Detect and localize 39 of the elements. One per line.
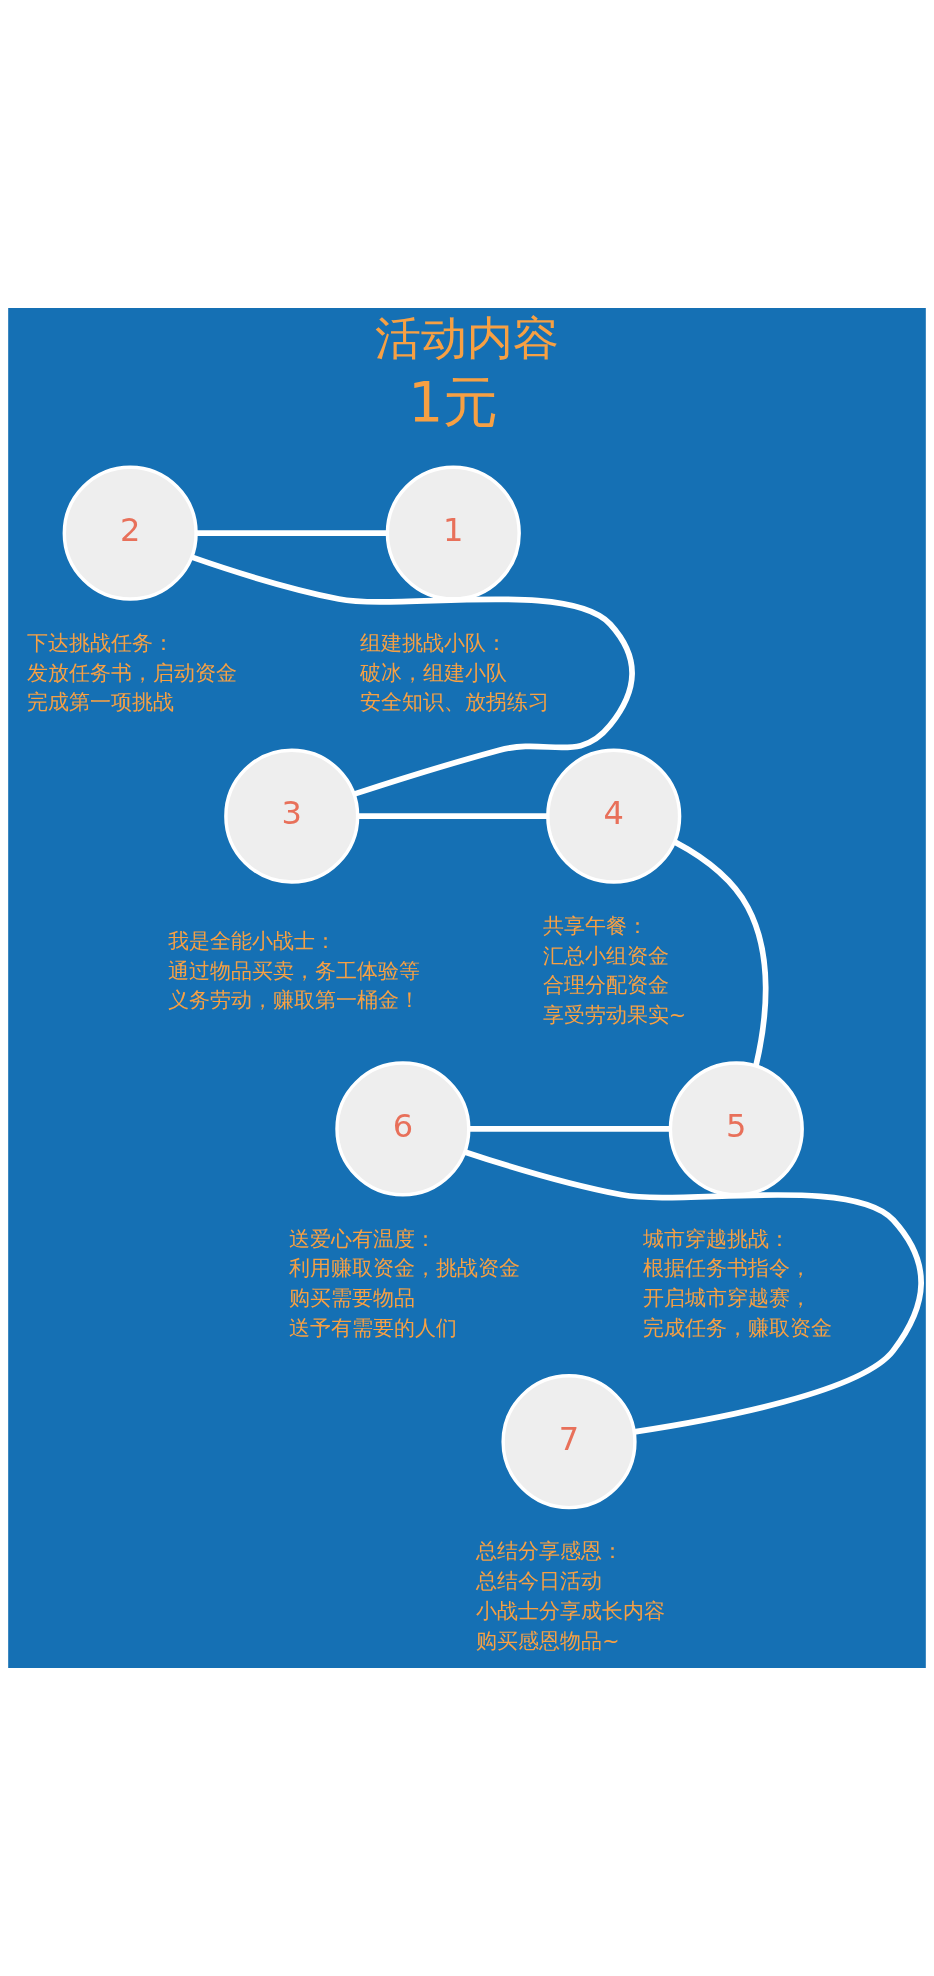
node-label: 购买感恩物品~ xyxy=(476,1628,620,1653)
connector xyxy=(190,554,635,797)
node-label: 根据任务书指令， xyxy=(643,1256,812,1281)
node-label: 义务劳动，赚取第一桶金！ xyxy=(168,988,421,1013)
node-label: 小战士分享成长内容 xyxy=(476,1599,666,1624)
connector xyxy=(357,813,548,819)
node-label: 城市穿越挑战： xyxy=(643,1226,791,1251)
node-circle: 4 xyxy=(546,748,682,884)
node-label: 我是全能小战士： xyxy=(168,928,337,953)
node-label: 下达挑战任务： xyxy=(27,630,175,655)
node-circle: 3 xyxy=(224,748,360,884)
node-label: 总结分享感恩： xyxy=(476,1539,624,1564)
node-label: 安全知识、放拐练习 xyxy=(360,690,550,715)
node-circle: 7 xyxy=(501,1374,637,1510)
node-circle: 6 xyxy=(335,1061,471,1197)
node-label: 完成第一项挑战 xyxy=(27,690,175,715)
node-label: 发放任务书，启动资金 xyxy=(27,660,238,685)
node-circle: 2 xyxy=(62,465,198,601)
node-label: 完成任务，赚取资金 xyxy=(643,1316,833,1341)
node-label: 开启城市穿越赛， xyxy=(643,1286,812,1311)
node-label: 通过物品买卖，务工体验等 xyxy=(168,958,421,983)
connector xyxy=(463,1149,924,1435)
node-label: 汇总小组资金 xyxy=(542,943,669,968)
node-circle: 1 xyxy=(385,465,521,601)
node-label: 总结今日活动 xyxy=(476,1569,603,1594)
connector xyxy=(196,530,387,536)
diagram-title: 活动内容 xyxy=(374,310,559,365)
node-label: 共享午餐： xyxy=(542,913,648,938)
label: 1元 xyxy=(408,369,499,434)
node-label: 合理分配资金 xyxy=(542,973,669,998)
node-label: 送予有需要的人们 xyxy=(289,1316,458,1341)
node-label: 破冰，组建小队 xyxy=(360,660,508,685)
node-label: 组建挑战小队： xyxy=(360,630,508,655)
node-label: 利用赚取资金，挑战资金 xyxy=(289,1256,521,1281)
node-label: 送爱心有温度： xyxy=(289,1226,437,1251)
connector xyxy=(673,839,769,1067)
node-label: 享受劳动果实~ xyxy=(542,1003,686,1028)
connector xyxy=(469,1126,670,1132)
node-label: 购买需要物品 xyxy=(289,1286,416,1311)
